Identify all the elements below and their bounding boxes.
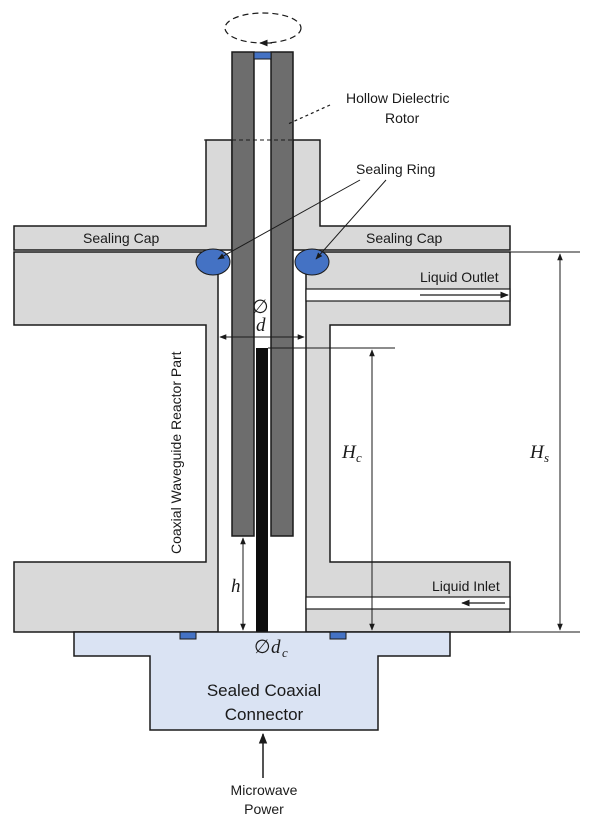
symbol-dc-sub: c <box>282 645 288 660</box>
symbol-hs: H <box>529 442 545 463</box>
inner-conductor <box>256 348 268 632</box>
sealing-ring-leader-right <box>315 179 387 260</box>
sealing-ring-right <box>294 248 330 276</box>
liquid-outlet-channel <box>305 288 511 302</box>
connector-label-line1: Sealed Coaxial <box>207 681 321 700</box>
rotor-label-line2: Rotor <box>385 110 420 126</box>
liquid-inlet-label: Liquid Inlet <box>432 578 500 594</box>
symbol-h: h <box>231 576 241 597</box>
reactor-body-right <box>305 251 511 633</box>
symbol-hc-sub: c <box>356 450 362 465</box>
rotor-leader-line <box>287 104 331 125</box>
reactor-body-left <box>13 251 219 633</box>
rotor-label-line1: Hollow Dielectric <box>346 90 449 106</box>
rotor-top-seal <box>253 51 272 60</box>
symbol-hs-sub: s <box>544 450 549 465</box>
connector-seal-right <box>329 631 347 640</box>
liquid-outlet-label: Liquid Outlet <box>420 269 499 285</box>
rotor-wall-right <box>270 51 294 537</box>
reactor-part-label: Coaxial Waveguide Reactor Part <box>168 351 184 554</box>
symbol-hc: H <box>341 442 357 463</box>
sealing-cap-right-label: Sealing Cap <box>366 230 442 246</box>
rotation-indicator <box>224 12 302 47</box>
sealing-ring-label: Sealing Ring <box>356 161 435 177</box>
power-label-line1: Microwave <box>231 782 298 798</box>
symbol-dc: d <box>271 637 281 658</box>
sealed-coaxial-connector <box>73 631 451 731</box>
rotor-wall-left <box>231 51 255 537</box>
power-label-line2: Power <box>244 801 284 817</box>
symbol-d-diameter: ∅ <box>252 297 269 318</box>
liquid-inlet-channel <box>305 596 511 610</box>
connector-label-line2: Connector <box>225 705 304 724</box>
sealing-cap-left-label: Sealing Cap <box>83 230 159 246</box>
sealing-ring-left <box>195 248 231 276</box>
sealing-ring-leader-left <box>217 179 361 260</box>
connector-seal-left <box>179 631 197 640</box>
symbol-dc-diameter: ∅ <box>254 637 271 658</box>
symbol-d: d <box>256 315 266 336</box>
